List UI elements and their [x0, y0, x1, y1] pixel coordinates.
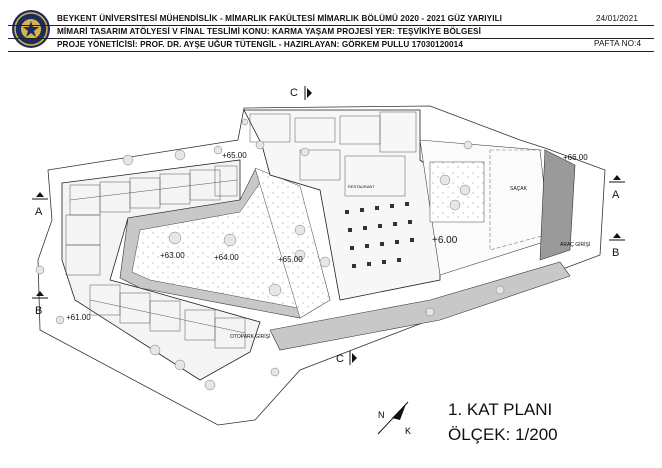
- plaza-garden: [429, 161, 485, 223]
- section-markers: A A B B C C: [32, 86, 625, 365]
- parking-entry-label: OTOPARK GİRİŞİ: [230, 333, 270, 340]
- trees: [35, 118, 505, 391]
- canopy-label: SAÇAK: [510, 186, 528, 192]
- level-label: +61.00: [66, 313, 91, 322]
- residential-block-west: [61, 159, 261, 381]
- level-label: +64.00: [214, 253, 239, 262]
- north-arrow: N K: [377, 401, 411, 436]
- section-marker-b-right: B: [612, 247, 619, 259]
- section-marker-a-left: A: [35, 206, 43, 218]
- level-label: +63.00: [160, 251, 185, 260]
- header-divider: [8, 25, 654, 26]
- level-label: +65.00: [222, 151, 247, 160]
- commercial-rooms: [249, 111, 417, 197]
- header-divider: [8, 38, 654, 39]
- restaurant-tables: [345, 202, 414, 268]
- header-sheet-number: PAFTA NO:4: [594, 39, 642, 48]
- plan-title: 1. KAT PLANI: [448, 400, 553, 419]
- section-marker-b-left: B: [35, 305, 42, 317]
- section-marker-c-top: C: [290, 87, 298, 99]
- plan-scale: ÖLÇEK: 1/200: [448, 425, 558, 444]
- header-line-3: PROJE YÖNETİCİSİ: PROF. DR. AYŞE UĞUR TÜ…: [57, 40, 463, 49]
- level-label: +6.00: [432, 235, 458, 246]
- apartment-units: [65, 165, 246, 349]
- vehicle-entry-label: ARAÇ GİRİŞİ: [560, 241, 590, 248]
- central-block: [254, 167, 331, 319]
- vehicle-ramp: [539, 149, 576, 261]
- level-label: +66.00: [563, 153, 588, 162]
- header-line-2: MİMARİ TASARIM ATÖLYESİ V FİNAL TESLİMİ …: [57, 27, 481, 36]
- title-block: 1. KAT PLANI ÖLÇEK: 1/200: [448, 397, 558, 447]
- commercial-block: [243, 109, 441, 301]
- north-label: N: [378, 410, 385, 420]
- header-date: 24/01/2021: [596, 14, 638, 23]
- restaurant-label: RESTAURANT: [348, 184, 375, 189]
- section-marker-a-right: A: [612, 189, 620, 201]
- section-marker-c-bottom: C: [336, 353, 344, 365]
- header-line-1: BEYKENT ÜNİVERSİTESİ MÜHENDİSLİK - MİMAR…: [57, 14, 503, 23]
- k-label: K: [405, 426, 411, 436]
- header-divider: [8, 51, 654, 52]
- level-label: +65.00: [278, 255, 303, 264]
- south-road: [269, 261, 571, 351]
